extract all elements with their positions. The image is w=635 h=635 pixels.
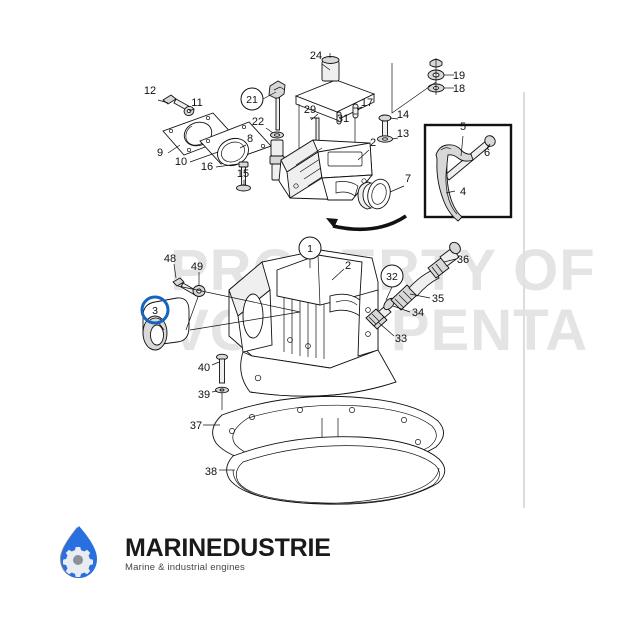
part-8-seal-ring <box>217 137 249 167</box>
part-13-washer <box>377 135 393 143</box>
callout-label-13: 13 <box>397 128 409 140</box>
part-7-ring <box>367 178 391 210</box>
callout-label-9: 9 <box>157 147 163 159</box>
brand-tagline: Marine & industrial engines <box>125 562 245 573</box>
callout-label-34: 34 <box>412 307 424 319</box>
brand-name: MARINEDUSTRIE <box>125 534 331 562</box>
callout-label-40: 40 <box>198 362 210 374</box>
callout-label-37: 37 <box>190 420 202 432</box>
callout-label-7: 7 <box>405 173 411 185</box>
callout-label-14: 14 <box>397 109 409 121</box>
assembly-arrow <box>326 214 407 232</box>
part-15-washer <box>236 184 251 192</box>
callout-label-11: 11 <box>191 97 202 109</box>
part-1-main-body <box>228 249 397 397</box>
circled-callout-32: 32 <box>380 264 404 288</box>
callout-label-49: 49 <box>191 261 203 273</box>
circled-callout-21: 21 <box>240 87 264 111</box>
circled-label-21: 21 <box>246 94 258 106</box>
brand-logo: MARINEDUSTRIE Marine & industrial engine… <box>60 526 331 578</box>
callout-label-16: 16 <box>201 161 213 173</box>
callout-label-4: 4 <box>460 186 466 198</box>
callout-label-48: 48 <box>164 253 176 265</box>
part-38-ring <box>226 436 446 505</box>
callout-label-8: 8 <box>247 133 253 145</box>
callout-label-15: 15 <box>237 168 249 180</box>
part-40-bolt <box>216 353 228 384</box>
part-2-housing-upper <box>278 139 391 210</box>
callout-label-6: 6 <box>484 147 490 159</box>
part-fitting-assembly <box>365 241 461 330</box>
callout-label-18: 18 <box>453 83 465 95</box>
callout-labels: 12 11 9 10 16 15 8 22 29 31 17 24 14 13 … <box>144 50 490 478</box>
callout-label-2-lower: 2 <box>345 260 351 272</box>
callout-label-24: 24 <box>310 50 322 62</box>
callout-label-19: 19 <box>453 70 465 82</box>
part-8-ring-lower <box>357 181 373 210</box>
part-49-washer <box>192 285 206 297</box>
part-39-washer <box>215 386 229 410</box>
part-3-bushing <box>142 297 190 351</box>
gear-icon <box>63 547 93 577</box>
part-35-sleeve <box>390 284 418 311</box>
circled-label-32: 32 <box>386 271 398 283</box>
leader-lines <box>157 63 491 471</box>
callout-label-17: 17 <box>361 97 373 109</box>
upper-assembly <box>162 53 445 232</box>
circled-callout-1: 1 <box>298 236 322 260</box>
callout-label-29: 29 <box>304 104 316 116</box>
part-22-oring <box>270 131 284 139</box>
part-33-fitting <box>365 308 385 327</box>
callout-label-39: 39 <box>198 389 210 401</box>
inset-detail-box <box>423 123 513 222</box>
circled-callouts: 21 1 32 3 <box>140 87 404 325</box>
callout-label-38: 38 <box>205 466 217 478</box>
circled-label-1: 1 <box>307 243 313 255</box>
callout-label-33: 33 <box>395 333 407 345</box>
callout-label-31: 31 <box>337 113 349 125</box>
callout-label-2-upper: 2 <box>370 137 376 149</box>
circled-label-3: 3 <box>152 305 158 317</box>
callout-label-35: 35 <box>432 293 444 305</box>
callout-label-12: 12 <box>144 85 156 97</box>
callout-label-36: 36 <box>457 254 469 266</box>
callout-label-22: 22 <box>252 116 264 128</box>
lower-assembly <box>142 241 461 505</box>
callout-label-5: 5 <box>460 121 466 133</box>
part-21-lever <box>268 80 286 131</box>
circled-callout-3-highlighted: 3 <box>140 295 170 325</box>
callout-label-10: 10 <box>175 156 187 168</box>
